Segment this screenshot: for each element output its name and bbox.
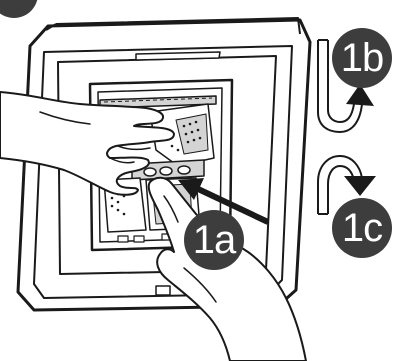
step-label-1a: 1a: [193, 218, 237, 262]
step-badge-1a: 1a: [184, 210, 244, 270]
step-label-1c: 1c: [342, 206, 382, 250]
corner-badge: [0, 0, 38, 18]
step-badge-1b: 1b: [332, 28, 392, 88]
step-label-1b: 1b: [341, 36, 384, 80]
step-badge-1c: 1c: [332, 198, 392, 258]
